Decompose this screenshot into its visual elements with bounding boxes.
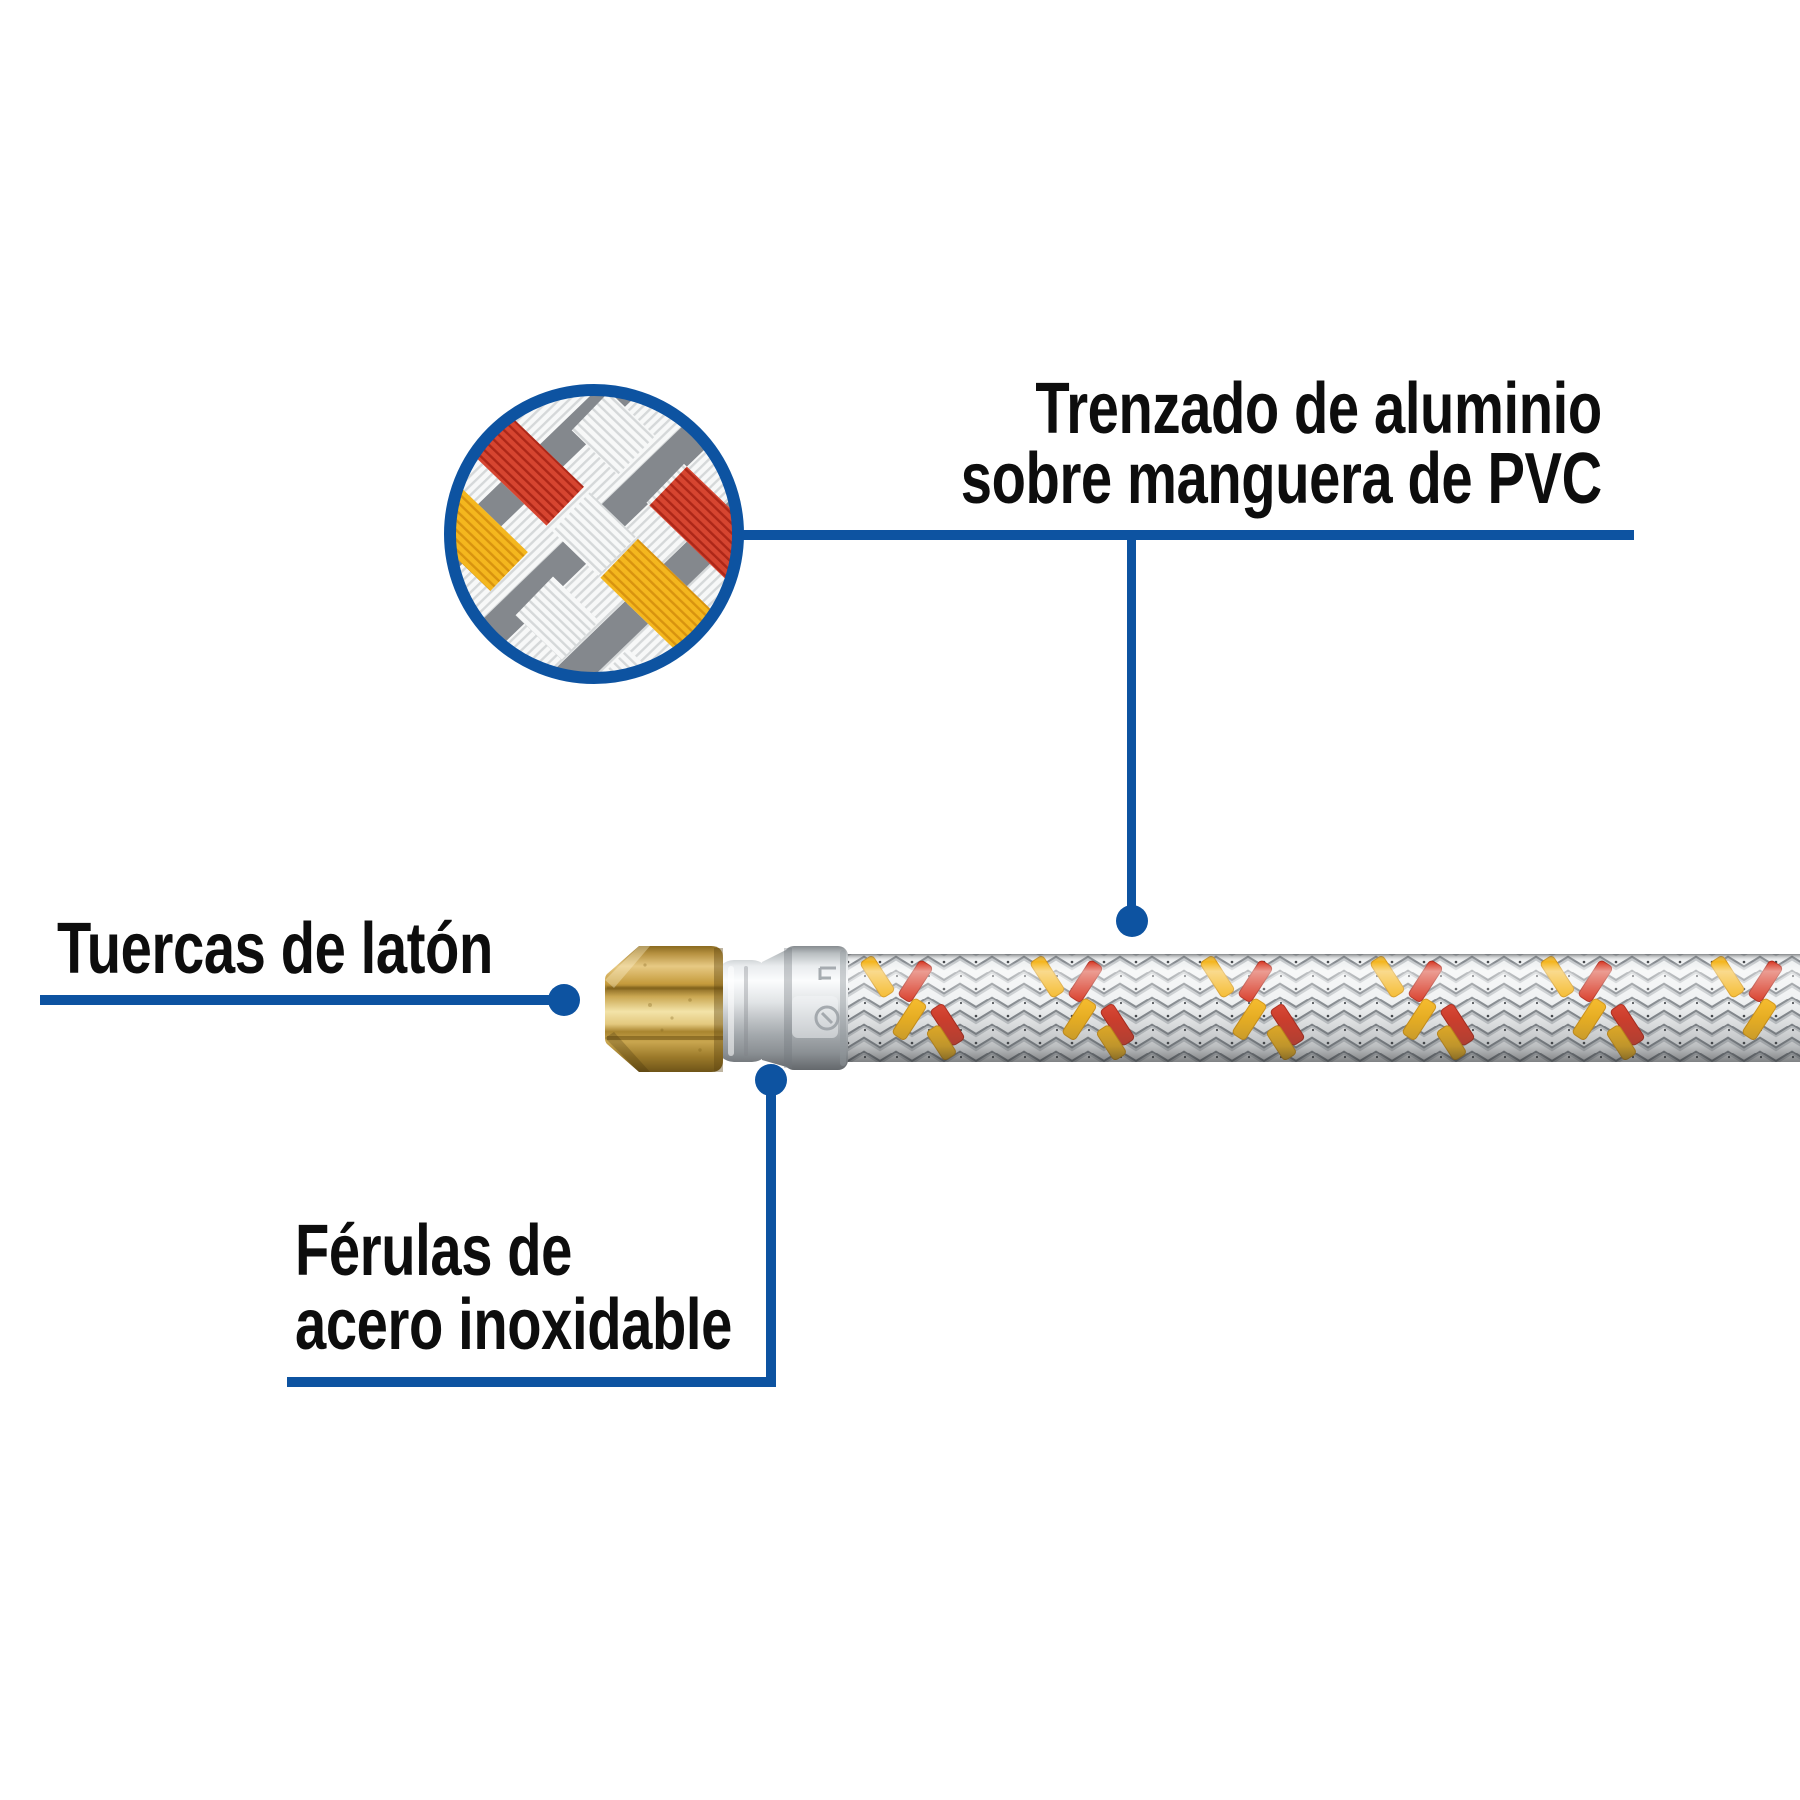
- label-tuercas-laton: Tuercas de latón: [57, 909, 493, 989]
- braided-hose: [840, 954, 1800, 1062]
- label-ferrules-line2: acero inoxidable: [295, 1285, 732, 1365]
- ferrule-emboss-mark: [814, 966, 840, 1031]
- label-ferrules-line1: Férulas de: [295, 1211, 573, 1291]
- callout-line-ferrules-vertical: [766, 1092, 776, 1387]
- red-strand: [649, 466, 733, 600]
- callout-line-braid-vertical: [1127, 535, 1136, 907]
- label-braid-aluminio: Trenzado de aluminio sobre manguera de P…: [961, 369, 1603, 519]
- callout-dot-braid: [1116, 905, 1148, 937]
- label-nuts-line1: Tuercas de latón: [57, 909, 493, 989]
- label-ferulas-acero: Férulas de acero inoxidable: [295, 1214, 732, 1362]
- callout-dot-ferrules: [755, 1064, 787, 1096]
- label-braid-line1: Trenzado de aluminio: [1035, 369, 1603, 449]
- gas-hose-illustration: [605, 946, 1800, 1072]
- callout-line-braid-horizontal: [735, 530, 1634, 540]
- label-braid-line2: sobre manguera de PVC: [961, 439, 1602, 519]
- steel-ferrule: [716, 946, 848, 1070]
- callout-dot-nuts: [548, 984, 580, 1016]
- braid-magnifier-inset: [444, 384, 744, 684]
- brass-speckle: [643, 963, 702, 1052]
- callout-line-ferrules-horizontal: [287, 1377, 776, 1387]
- callout-line-nuts: [40, 995, 552, 1005]
- brass-nut: [605, 946, 723, 1072]
- yellow-strand: [455, 454, 528, 591]
